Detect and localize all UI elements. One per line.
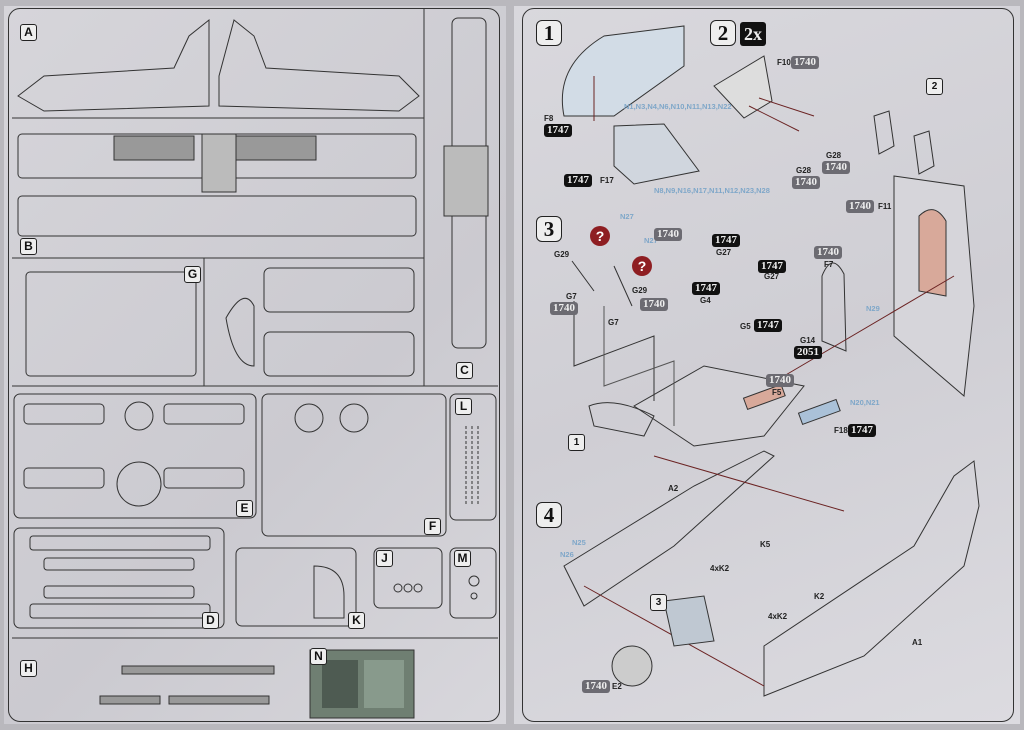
wing-lower <box>17 195 417 237</box>
paint-code-f5: 1740 <box>766 374 794 387</box>
paint-code-g27: 1747 <box>758 260 786 273</box>
sprue-layout-page: A B C G E F L D K J M H N <box>4 6 506 724</box>
part-label-f8: F8 <box>544 114 554 123</box>
part-label-k2: K2 <box>814 592 825 601</box>
subassembly-ref-3: 3 <box>650 594 667 611</box>
part-label-g7: G7 <box>566 292 577 301</box>
part-label-k2: 4xK2 <box>768 612 788 621</box>
sprue-label-h: H <box>20 660 37 677</box>
fuselage-half-left <box>17 18 210 112</box>
decal-n20-n21: N20,N21 <box>850 398 880 407</box>
part-label-g5: G5 <box>740 322 751 331</box>
subassembly-ref-1: 1 <box>568 434 585 451</box>
paint-code-f18: 1747 <box>848 424 876 437</box>
part-label-f17: F17 <box>600 176 614 185</box>
paint-code-f11: 1740 <box>846 200 874 213</box>
part-label-g4: G4 <box>700 296 711 305</box>
decal-list-panel: N1,N3,N4,N6,N10,N11,N13,N22 <box>624 102 732 111</box>
part-label-f18: F18 <box>834 426 848 435</box>
part-label-f5: F5 <box>772 388 782 397</box>
sprue-label-k: K <box>348 612 365 629</box>
part-label-g28: G28 <box>826 151 842 160</box>
sprue-label-n: N <box>310 648 327 665</box>
paint-code-f10: 1740 <box>791 56 819 69</box>
sprue-drawings <box>12 8 498 719</box>
paint-code-g28: 1740 <box>792 176 820 189</box>
sprue-label-l: L <box>455 398 472 415</box>
part-label-g29: G29 <box>632 286 648 295</box>
decal-n26: N26 <box>560 550 574 559</box>
sprue-label-a: A <box>20 24 37 41</box>
part-label-f7: F7 <box>824 260 834 269</box>
fuselage-a2 <box>563 450 775 607</box>
decal-n27: N27 <box>644 236 658 245</box>
subassembly-ref-2: 2 <box>926 78 943 95</box>
sprue-frame <box>8 8 500 722</box>
part-label-g29: G29 <box>554 250 570 259</box>
step-2-number: 2 <box>710 20 736 46</box>
paint-code-g4: 1747 <box>692 282 720 295</box>
part-label-g27: G27 <box>764 272 780 281</box>
steps-frame <box>522 8 1014 722</box>
paint-code-e2: 1740 <box>582 680 610 693</box>
paint-code-g7: 1740 <box>550 302 578 315</box>
step-3-number: 3 <box>536 216 562 242</box>
sprue-label-f: F <box>424 518 441 535</box>
paint-code-f17: 1747 <box>564 174 592 187</box>
quantity-badge: 2x <box>740 22 766 46</box>
canopy-e2 <box>611 645 653 687</box>
fuselage-half-right <box>218 19 420 112</box>
part-label-a2: A2 <box>668 484 679 493</box>
paint-code-f7: 1740 <box>814 246 842 259</box>
part-label-k5: K5 <box>760 540 771 549</box>
instrument-panel-f8 <box>561 25 685 117</box>
decal-n25: N25 <box>572 538 586 547</box>
paint-code-g29: 1740 <box>640 298 668 311</box>
part-f18 <box>797 398 841 426</box>
paint-code-g27: 1747 <box>712 234 740 247</box>
fuselage-a1 <box>763 460 980 697</box>
console-f17 <box>613 123 700 185</box>
sprue-label-e: E <box>236 500 253 517</box>
door-frame-f7 <box>821 262 847 352</box>
part-label-f10: F10 <box>777 58 791 67</box>
part-label-f11: F11 <box>878 202 892 211</box>
sprue-label-c: C <box>456 362 473 379</box>
part-label-a1: A1 <box>912 638 923 647</box>
seat-f10 <box>713 55 773 119</box>
paint-code-g5: 1747 <box>754 319 782 332</box>
paint-code-g28: 1740 <box>822 161 850 174</box>
paint-code: 1740 <box>654 228 682 241</box>
warning-question-icon: ? <box>590 226 610 246</box>
part-label-e2: E2 <box>612 682 622 691</box>
assembly-steps-page: 1 F8 1747 1747 F17 N1,N3,N4,N6,N10,N11,N… <box>514 6 1020 724</box>
decal-list-console: N8,N9,N16,N17,N11,N12,N23,N28 <box>654 186 770 195</box>
decal-n29: N29 <box>866 304 880 313</box>
part-label-g14: G14 <box>800 336 816 345</box>
step-1-number: 1 <box>536 20 562 46</box>
sprue-label-b: B <box>20 238 37 255</box>
decal-n27: N27 <box>620 212 634 221</box>
part-label-k2: 4xK2 <box>710 564 730 573</box>
sprue-label-g: G <box>184 266 201 283</box>
sprue-label-d: D <box>202 612 219 629</box>
part-label-g7: G7 <box>608 318 619 327</box>
paint-code-f8: 1747 <box>544 124 572 137</box>
paint-code-g14: 2051 <box>794 346 822 359</box>
warning-question-icon: ? <box>632 256 652 276</box>
sprue-label-j: J <box>376 550 393 567</box>
part-label-g27: G27 <box>716 248 732 257</box>
step-4-number: 4 <box>536 502 562 528</box>
sprue-label-m: M <box>454 550 471 567</box>
part-label-g28: G28 <box>796 166 812 175</box>
assembly-drawings <box>561 25 980 697</box>
floor-f5 <box>633 365 805 447</box>
